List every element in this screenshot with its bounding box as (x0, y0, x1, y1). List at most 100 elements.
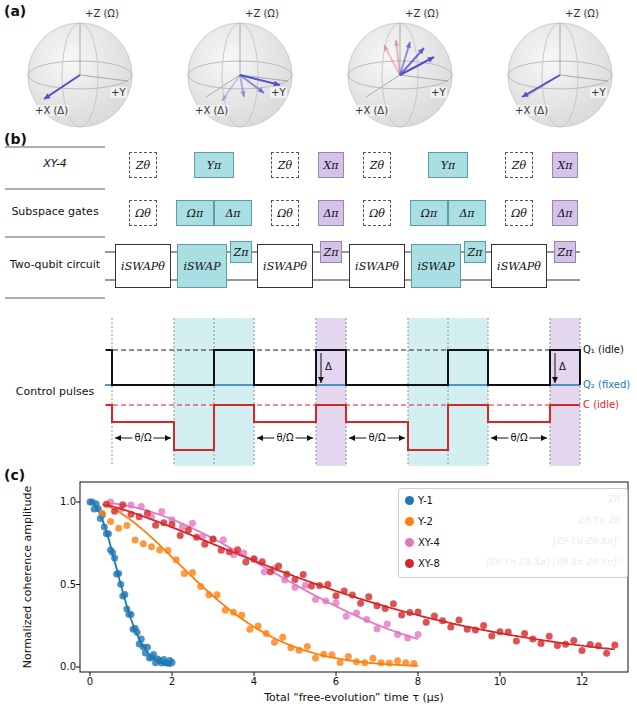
text-label: Normalized coherence amplitude (22, 486, 34, 668)
data-point (513, 637, 520, 644)
gate-box: Xπ (552, 152, 578, 178)
text-label: 0.0 (60, 661, 76, 672)
duration-arrow (115, 435, 121, 441)
axis (560, 23, 561, 75)
tick (76, 667, 80, 668)
data-point (423, 619, 430, 626)
legend-label: XY-4 (418, 537, 440, 548)
gate-label: Zπ (324, 247, 339, 258)
text-label: θ/Ω (508, 432, 529, 443)
gate-box: Zθ (271, 152, 299, 178)
data-point (103, 501, 110, 508)
text-label: (c) (4, 468, 25, 483)
text-label: +Z (Ω) (244, 8, 280, 19)
axis (206, 75, 240, 97)
text-label: +Z (Ω) (404, 8, 440, 19)
data-point (111, 508, 118, 515)
data-point (302, 582, 309, 589)
gate-box: Zθ (363, 152, 391, 178)
data-point (521, 630, 528, 637)
data-point (394, 657, 401, 664)
duration-arrow (541, 435, 547, 441)
data-point (579, 647, 586, 654)
gate-label: Zπ (468, 247, 483, 258)
legend-label: Y-1 (418, 495, 433, 506)
gate-label: Xπ (557, 160, 572, 171)
gate-box: Zπ (320, 241, 342, 263)
bloch-sphere (28, 23, 132, 127)
data-point (107, 518, 114, 525)
text-label: 1.0 (60, 496, 76, 507)
text-label: Δ (559, 361, 566, 372)
legend-swatch (405, 517, 414, 526)
data-point (267, 568, 274, 575)
gate-label: Ωπ (187, 208, 203, 219)
data-point (357, 600, 364, 607)
duration-arrow (349, 435, 355, 441)
legend-swatch (405, 559, 414, 568)
state-vector (394, 40, 400, 46)
gate-box: Yπ (194, 152, 234, 178)
row-separator (5, 298, 105, 299)
gate-box: Ωπ (410, 200, 448, 226)
gate-label: Ωθ (511, 208, 527, 219)
text-label: +Y (430, 87, 447, 98)
axis (80, 75, 128, 81)
data-point (152, 522, 159, 529)
duration-arrow (399, 435, 405, 441)
text-label: θ/Ω (132, 432, 153, 443)
text-label: Q₁ (idle) (583, 344, 624, 355)
text-label: Total “free-evolution” time τ (μs) (264, 692, 444, 704)
data-point (369, 655, 376, 662)
gate-box: Ωθ (271, 200, 299, 226)
text-label: 2 (169, 676, 175, 687)
boundary (550, 318, 551, 466)
text-label: +Y (590, 87, 607, 98)
duration-arrow (491, 435, 497, 441)
legend-swatch (405, 538, 414, 547)
gate-label: Zθ (136, 160, 150, 171)
gate-label: Zθ (370, 160, 384, 171)
q1-pulse (106, 350, 580, 385)
boundary (488, 318, 489, 466)
data-point (132, 536, 139, 543)
duration-arrow (257, 435, 263, 441)
gate-box: Zθ (505, 152, 533, 178)
text-label: +X (Δ) (354, 105, 389, 116)
state-vector (522, 75, 560, 97)
gate-box: Ωπ (176, 200, 214, 226)
state-vector (400, 48, 424, 75)
gate-box: Δπ (214, 200, 252, 226)
text-label: Δ (325, 361, 332, 372)
gate-label: iSWAP (183, 261, 220, 272)
gate-label: Zθ (512, 160, 526, 171)
gate-box: Δπ (552, 200, 578, 226)
data-point (390, 600, 397, 607)
legend-label: Y-2 (418, 516, 433, 527)
text-label: Control pulses (16, 386, 95, 398)
state-vector (522, 91, 529, 97)
text-label: 6 (333, 676, 339, 687)
text-label: XY-4 (43, 158, 67, 170)
bloch-sphere (508, 23, 612, 127)
tick (254, 672, 255, 676)
text-label: 10 (494, 676, 507, 687)
axis (400, 75, 448, 81)
gate-label: Ωθ (369, 208, 385, 219)
fit-curve (90, 502, 172, 666)
text-label: 8 (415, 676, 421, 687)
gate-label: iSWAP (417, 261, 454, 272)
gate-label: Δπ (225, 208, 240, 219)
text-label: (b) (4, 132, 27, 147)
state-vector (240, 91, 246, 97)
gate-box: iSWAPθ (257, 244, 313, 288)
tick (76, 502, 80, 503)
axis (240, 23, 241, 75)
data-point (398, 611, 405, 618)
gate-box: Δπ (448, 200, 486, 226)
legend-swatch (405, 496, 414, 505)
text-label: +Z (Ω) (564, 8, 600, 19)
data-point (144, 510, 151, 517)
gate-label: Yπ (441, 160, 456, 171)
text-label: C (idle) (583, 399, 619, 410)
